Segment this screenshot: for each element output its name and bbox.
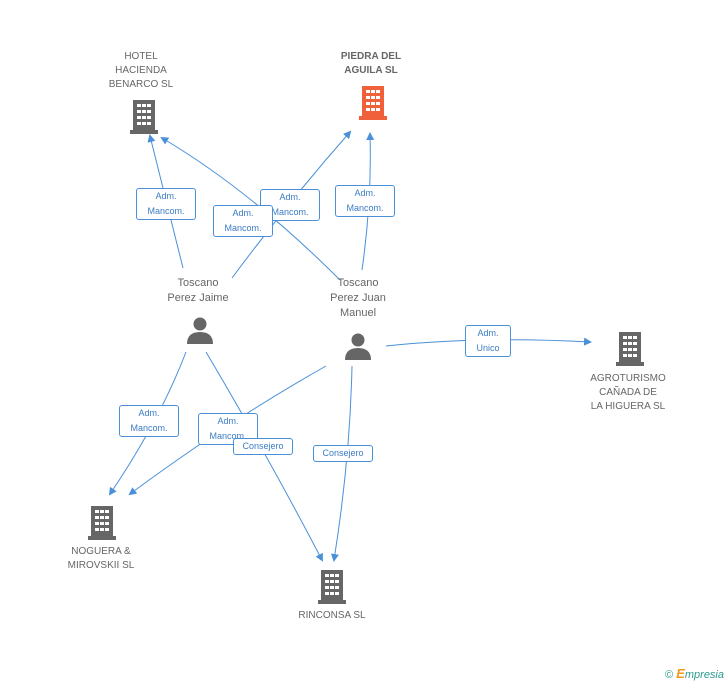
relation-label-adm-mancom[interactable]: Adm. Mancom. (335, 185, 395, 217)
company-label-noguera[interactable]: NOGUERA & MIROVSKII SL (67, 546, 135, 571)
brand-logo-e: E (676, 666, 685, 681)
edge-jaime-rinconsa (205, 351, 323, 562)
company-label-hotel[interactable]: HOTEL HACIENDA BENARCO SL (108, 51, 174, 90)
company-label-piedra[interactable]: PIEDRA DEL AGUILA SL (340, 51, 402, 76)
person-label-juan[interactable]: Toscano Perez Juan Manuel (330, 277, 386, 319)
footer-credit: © Empresia (665, 666, 724, 681)
relation-label-adm-mancom[interactable]: Adm. Mancom. (136, 188, 196, 220)
person-icon[interactable] (344, 332, 372, 360)
company-label-agroturismo[interactable]: AGROTURISMO CAÑADA DE LA HIGUERA SL (590, 373, 666, 412)
company-node-hotel-hacienda-benarco[interactable]: HOTEL HACIENDA BENARCO SL (96, 50, 186, 92)
company-node-piedra-del-aguila[interactable]: PIEDRA DEL AGUILA SL (326, 50, 416, 78)
building-icon-highlight[interactable] (359, 86, 387, 120)
building-icon[interactable] (318, 570, 346, 604)
relation-label-adm-mancom[interactable]: Adm. Mancom. (213, 205, 273, 237)
edge-juan-rinconsa (330, 365, 353, 562)
copyright-symbol: © (665, 669, 674, 681)
company-node-rinconsa[interactable]: RINCONSA SL (282, 609, 382, 623)
person-icon[interactable] (186, 316, 214, 344)
company-node-agroturismo[interactable]: AGROTURISMO CAÑADA DE LA HIGUERA SL (578, 372, 678, 414)
building-icon[interactable] (130, 100, 158, 134)
company-label-rinconsa[interactable]: RINCONSA SL (298, 610, 366, 621)
relation-label-adm-mancom[interactable]: Adm. Mancom. (119, 405, 179, 437)
brand-name: mpresia (684, 669, 724, 681)
building-icon[interactable] (616, 332, 644, 366)
company-node-noguera[interactable]: NOGUERA & MIROVSKII SL (56, 545, 146, 573)
edge-juan-hotel (160, 136, 341, 281)
relation-label-adm-unico[interactable]: Adm. Unico (465, 325, 511, 357)
relation-label-consejero[interactable]: Consejero (313, 445, 373, 462)
relation-label-consejero[interactable]: Consejero (233, 438, 293, 455)
building-icon[interactable] (88, 506, 116, 540)
person-label-jaime[interactable]: Toscano Perez Jaime (167, 277, 229, 304)
